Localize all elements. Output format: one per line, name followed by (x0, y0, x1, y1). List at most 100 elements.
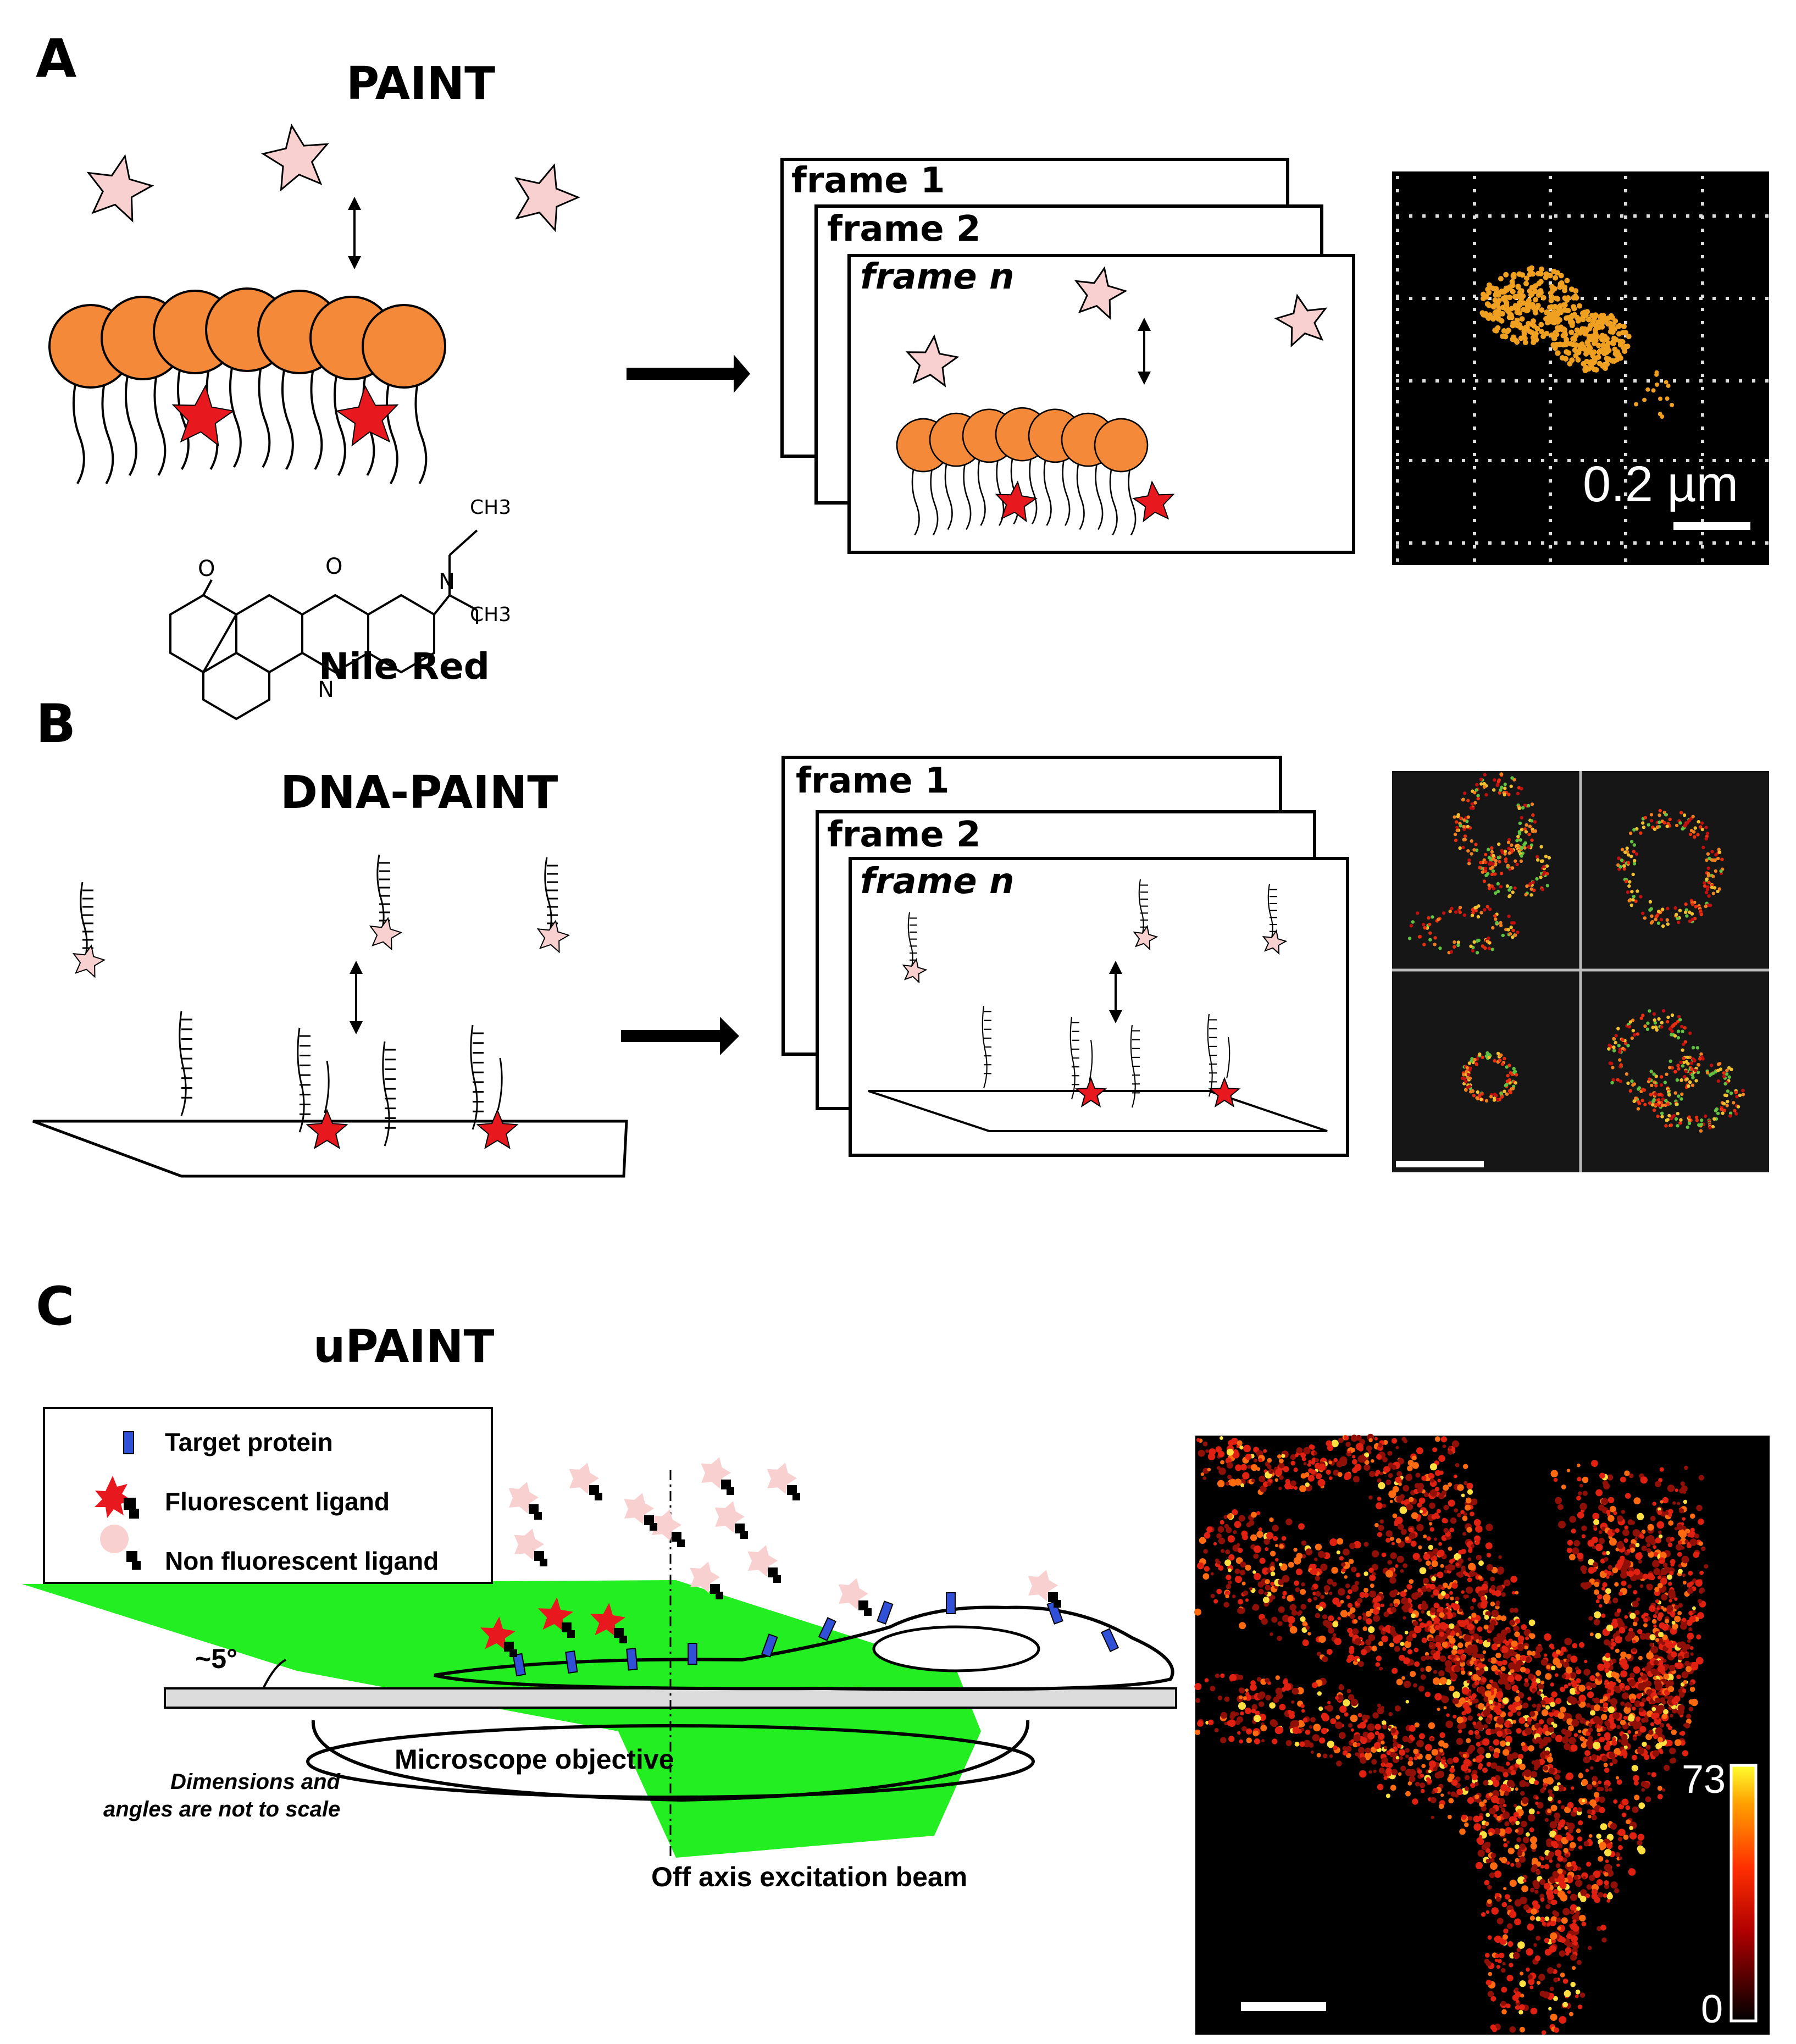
upaint-dot (1616, 1678, 1620, 1682)
grid-dot (1549, 215, 1552, 219)
upaint-dot (1576, 1828, 1581, 1833)
grid-dot (1673, 379, 1676, 383)
cell-nucleus (872, 1625, 1040, 1672)
upaint-dot (1238, 1548, 1243, 1553)
upaint-dot (1623, 1716, 1627, 1720)
origami-dot (1476, 1090, 1479, 1094)
localization-dot (1500, 333, 1506, 339)
origami-dot (1653, 827, 1657, 831)
localization-dot (1587, 324, 1593, 330)
upaint-dot (1343, 1699, 1350, 1707)
origami-dot (1636, 1032, 1640, 1036)
origami-dot (1703, 884, 1707, 888)
origami-dot (1525, 823, 1528, 827)
upaint-dot (1418, 1497, 1426, 1504)
upaint-dot (1496, 1918, 1504, 1925)
upaint-dot (1554, 1818, 1560, 1824)
upaint-dot (1470, 1605, 1475, 1610)
upaint-dot (1614, 1582, 1619, 1587)
upaint-dot (1524, 1645, 1528, 1650)
upaint-dot (1350, 1714, 1358, 1722)
origami-dot (1473, 1057, 1477, 1062)
upaint-dot (1597, 1926, 1602, 1931)
upaint-dot (1496, 1633, 1503, 1639)
upaint-dot (1240, 1711, 1244, 1716)
upaint-dot (1315, 1575, 1320, 1581)
grid-dot (1473, 321, 1476, 324)
upaint-dot (1264, 1591, 1268, 1596)
upaint-dot (1214, 1728, 1219, 1733)
surface-plane (32, 1120, 628, 1178)
upaint-dot (1195, 1698, 1201, 1703)
upaint-dot (1482, 1738, 1490, 1746)
upaint-dot (1606, 1899, 1610, 1903)
upaint-dot (1458, 1729, 1462, 1733)
origami-dot (1660, 1025, 1664, 1029)
origami-dot (1542, 865, 1546, 869)
upaint-dot (1503, 1928, 1509, 1934)
grid-dot (1701, 558, 1704, 562)
upaint-dot (1418, 1545, 1422, 1549)
origami-dot (1484, 873, 1488, 878)
upaint-dot (1565, 1854, 1570, 1858)
upaint-dot (1503, 1887, 1507, 1891)
upaint-dot (1610, 1698, 1618, 1706)
grid-dot (1396, 308, 1399, 311)
upaint-dot (1465, 1497, 1472, 1504)
grid-dot (1624, 295, 1627, 298)
origami-dot (1651, 1103, 1655, 1107)
upaint-dot (1411, 1512, 1418, 1519)
upaint-dot (1573, 1875, 1579, 1880)
upaint-dot (1437, 1571, 1444, 1578)
grid-dot (1435, 214, 1439, 218)
upaint-dot (1515, 1862, 1522, 1868)
upaint-dot (1588, 1727, 1593, 1732)
localization-dot (1613, 337, 1619, 343)
upaint-dot (1639, 1584, 1644, 1588)
upaint-dot (1328, 1627, 1334, 1634)
origami-dot (1529, 887, 1533, 891)
lipid-tail (1062, 456, 1071, 526)
upaint-dot (1529, 1985, 1534, 1990)
upaint-dot (1599, 1472, 1605, 1479)
upaint-dot (1606, 1893, 1613, 1899)
upaint-dot (1543, 1778, 1549, 1784)
upaint-dot (1490, 1686, 1494, 1691)
localization-dot (1529, 302, 1536, 308)
upaint-dot (1340, 1610, 1348, 1618)
upaint-dot (1394, 1603, 1399, 1608)
ligand-body (644, 1515, 654, 1525)
upaint-dot (1444, 1593, 1450, 1599)
upaint-dot (1374, 1731, 1379, 1736)
localization-dot (1526, 297, 1532, 303)
upaint-dot (1321, 1553, 1326, 1558)
grid-dot (1396, 189, 1399, 192)
origami-dot (1523, 827, 1527, 831)
upaint-dot (1605, 1788, 1609, 1792)
origami-dot (1621, 1038, 1625, 1042)
upaint-dot (1627, 1549, 1631, 1553)
upaint-dot (1571, 1861, 1576, 1866)
grid-dot (1549, 202, 1552, 206)
upaint-dot (1495, 1692, 1503, 1699)
upaint-dot (1467, 1577, 1472, 1582)
upaint-dot (1500, 1807, 1505, 1812)
upaint-dot (1407, 1781, 1412, 1786)
upaint-dot (1393, 1735, 1398, 1740)
upaint-dot (1638, 1707, 1644, 1713)
upaint-dot (1316, 1652, 1321, 1657)
upaint-dot (1578, 1845, 1583, 1850)
upaint-dot (1507, 1941, 1514, 1947)
upaint-dot (1250, 1684, 1257, 1691)
upaint-dot (1534, 1722, 1541, 1729)
grid-dot (1422, 297, 1426, 300)
upaint-dot (1624, 1525, 1628, 1530)
upaint-dot (1382, 1504, 1387, 1508)
upaint-dot (1439, 1803, 1444, 1809)
upaint-dot (1553, 1977, 1559, 1982)
lipid-tail (333, 370, 346, 477)
origami-dot (1504, 1083, 1507, 1088)
origami-dot (1612, 1045, 1616, 1049)
upaint-dot (1560, 1805, 1565, 1810)
upaint-dot (1545, 1889, 1554, 1897)
